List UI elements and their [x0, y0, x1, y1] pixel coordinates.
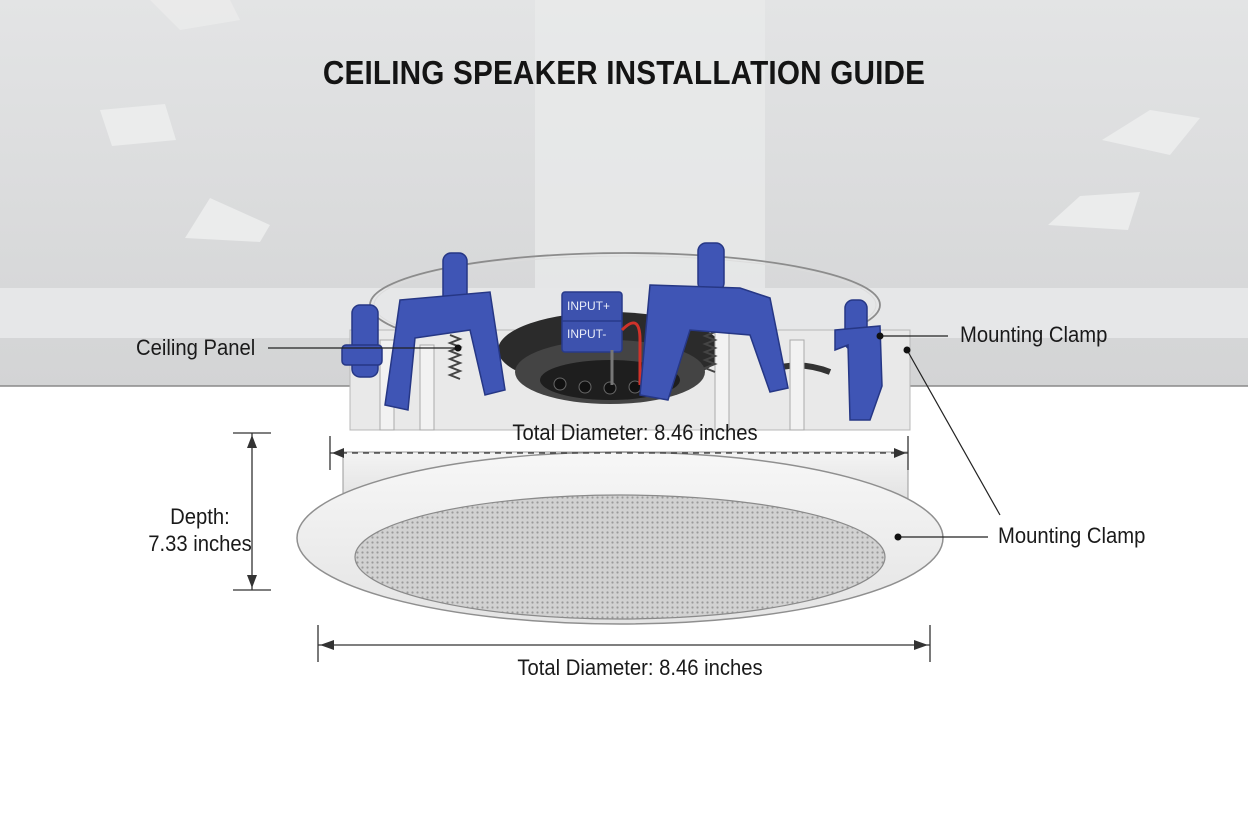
ceiling-panel-label: Ceiling Panel — [136, 335, 256, 360]
leader-line-mounting-clamp-top — [876, 332, 948, 340]
clamp-spring-left — [447, 334, 463, 380]
depth-label-line1: Depth: — [170, 504, 230, 529]
depth-dimension — [233, 432, 271, 591]
mounting-clamp-center — [639, 242, 789, 401]
leader-line-mounting-clamp-side — [894, 346, 1001, 541]
page-title: CEILING SPEAKER INSTALLATION GUIDE — [322, 54, 926, 91]
mounting-clamp-right — [834, 299, 883, 421]
diameter-upper-label: Total Diameter: 8.46 inches — [512, 420, 758, 445]
diameter-dimension-upper — [329, 436, 909, 470]
clamp-spring-right — [702, 327, 718, 373]
mounting-clamp-left — [341, 252, 506, 411]
mounting-clamp-side-label: Mounting Clamp — [998, 523, 1146, 548]
terminal-positive-label: INPUT+ — [567, 299, 610, 313]
leader-line-ceiling-panel — [268, 344, 462, 352]
speaker-grille — [354, 494, 886, 620]
mounting-clamp-top-label: Mounting Clamp — [960, 322, 1108, 347]
diameter-dimension-lower — [317, 625, 931, 662]
terminal-negative-label: INPUT- — [567, 327, 606, 341]
input-terminal-block: INPUT+ INPUT- — [561, 291, 642, 385]
diameter-lower-label: Total Diameter: 8.46 inches — [517, 655, 763, 680]
depth-label-line2: 7.33 inches — [148, 531, 252, 556]
